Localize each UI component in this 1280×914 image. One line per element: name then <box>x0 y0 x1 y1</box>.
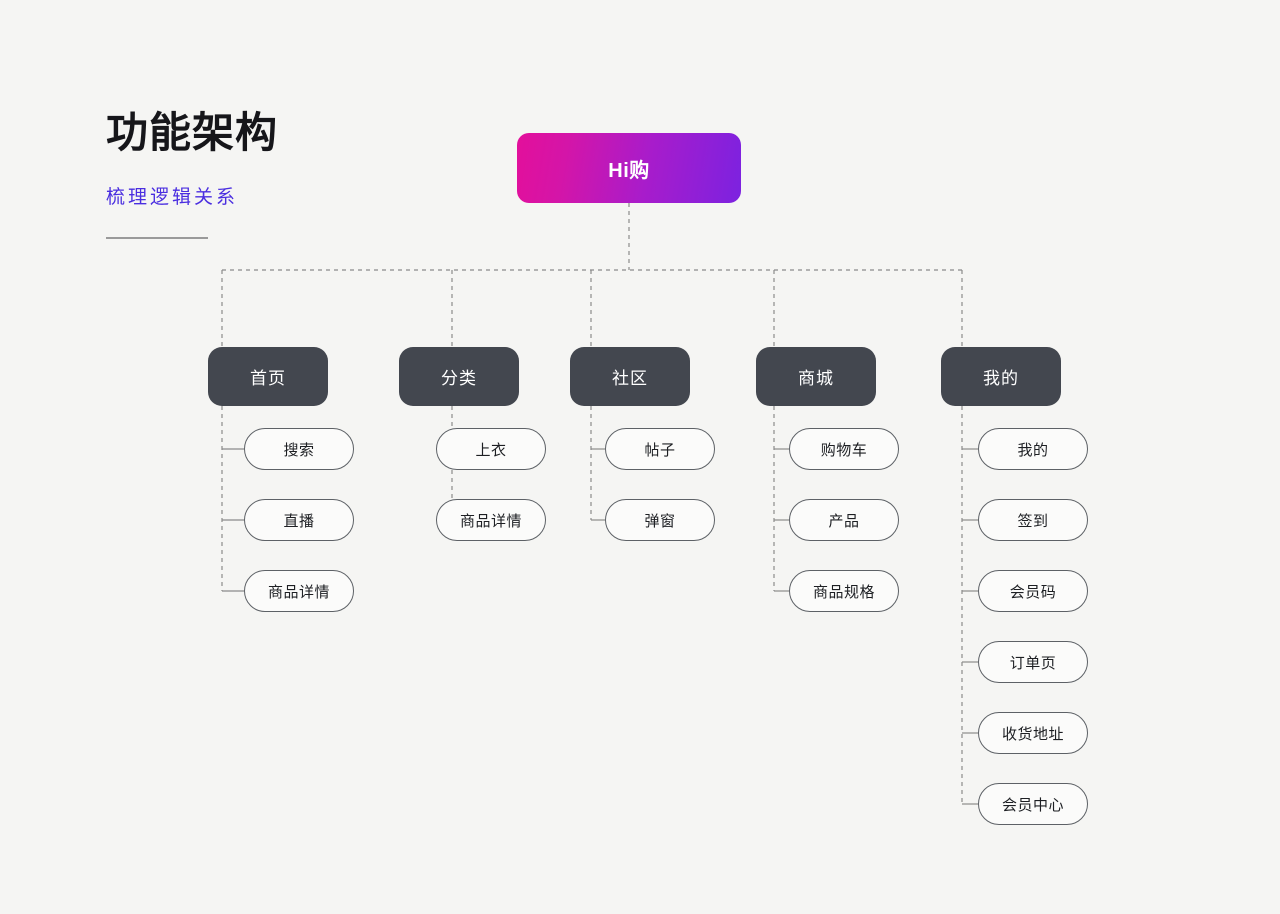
leaf-node-4-1-label: 购物车 <box>820 441 868 459</box>
leaf-node-5-1-label: 我的 <box>1017 441 1049 459</box>
leaf-node-5-6-label: 会员中心 <box>1001 796 1064 814</box>
leaf-node-5-5[interactable]: 收货地址 <box>978 712 1088 754</box>
leaf-node-2-1-label: 上衣 <box>475 441 507 459</box>
section-node-5[interactable]: 我的 <box>941 347 1061 406</box>
heading-block: 功能架构 梳理逻辑关系 <box>106 109 279 240</box>
leaf-node-4-2[interactable]: 产品 <box>789 499 899 541</box>
root-node-hi-gou-label: Hi购 <box>608 159 650 182</box>
leaf-node-3-1[interactable]: 帖子 <box>605 428 715 470</box>
leaf-node-2-2-label: 商品详情 <box>459 512 522 530</box>
leaf-node-1-3[interactable]: 商品详情 <box>244 570 354 612</box>
leaf-node-1-1[interactable]: 搜索 <box>244 428 354 470</box>
leaf-node-5-1[interactable]: 我的 <box>978 428 1088 470</box>
leaf-node-4-2-label: 产品 <box>828 512 860 530</box>
leaf-node-5-4-label: 订单页 <box>1009 654 1057 672</box>
section-node-3-label: 社区 <box>612 369 648 388</box>
leaf-node-3-2-label: 弹窗 <box>644 512 676 530</box>
section-node-1[interactable]: 首页 <box>208 347 328 406</box>
section-node-4[interactable]: 商城 <box>756 347 876 406</box>
page-subtitle: 梳理逻辑关系 <box>106 187 239 209</box>
section-node-2-label: 分类 <box>441 369 477 388</box>
leaf-node-5-4[interactable]: 订单页 <box>978 641 1088 683</box>
section-node-3[interactable]: 社区 <box>570 347 690 406</box>
page-title: 功能架构 <box>106 109 279 156</box>
leaf-node-3-2[interactable]: 弹窗 <box>605 499 715 541</box>
leaf-node-5-3[interactable]: 会员码 <box>978 570 1088 612</box>
leaf-node-1-3-label: 商品详情 <box>267 583 330 601</box>
section-node-5-label: 我的 <box>983 369 1019 388</box>
leaf-node-1-2-label: 直播 <box>283 512 315 530</box>
leaf-node-5-5-label: 收货地址 <box>1001 725 1064 743</box>
title-divider <box>106 237 208 240</box>
leaf-node-1-2[interactable]: 直播 <box>244 499 354 541</box>
leaf-node-1-1-label: 搜索 <box>283 441 315 459</box>
leaf-node-5-6[interactable]: 会员中心 <box>978 783 1088 825</box>
leaf-node-5-3-label: 会员码 <box>1009 583 1057 601</box>
leaf-node-2-2[interactable]: 商品详情 <box>436 499 546 541</box>
leaf-node-5-2-label: 签到 <box>1017 512 1049 530</box>
leaf-node-4-3[interactable]: 商品规格 <box>789 570 899 612</box>
section-node-2[interactable]: 分类 <box>399 347 519 406</box>
section-node-4-label: 商城 <box>798 369 834 388</box>
leaf-node-4-3-label: 商品规格 <box>812 583 875 601</box>
leaf-node-5-2[interactable]: 签到 <box>978 499 1088 541</box>
root-node-hi-gou[interactable]: Hi购 <box>517 133 741 203</box>
leaf-node-3-1-label: 帖子 <box>644 441 676 459</box>
leaf-node-2-1[interactable]: 上衣 <box>436 428 546 470</box>
leaf-node-4-1[interactable]: 购物车 <box>789 428 899 470</box>
section-node-1-label: 首页 <box>250 369 286 388</box>
